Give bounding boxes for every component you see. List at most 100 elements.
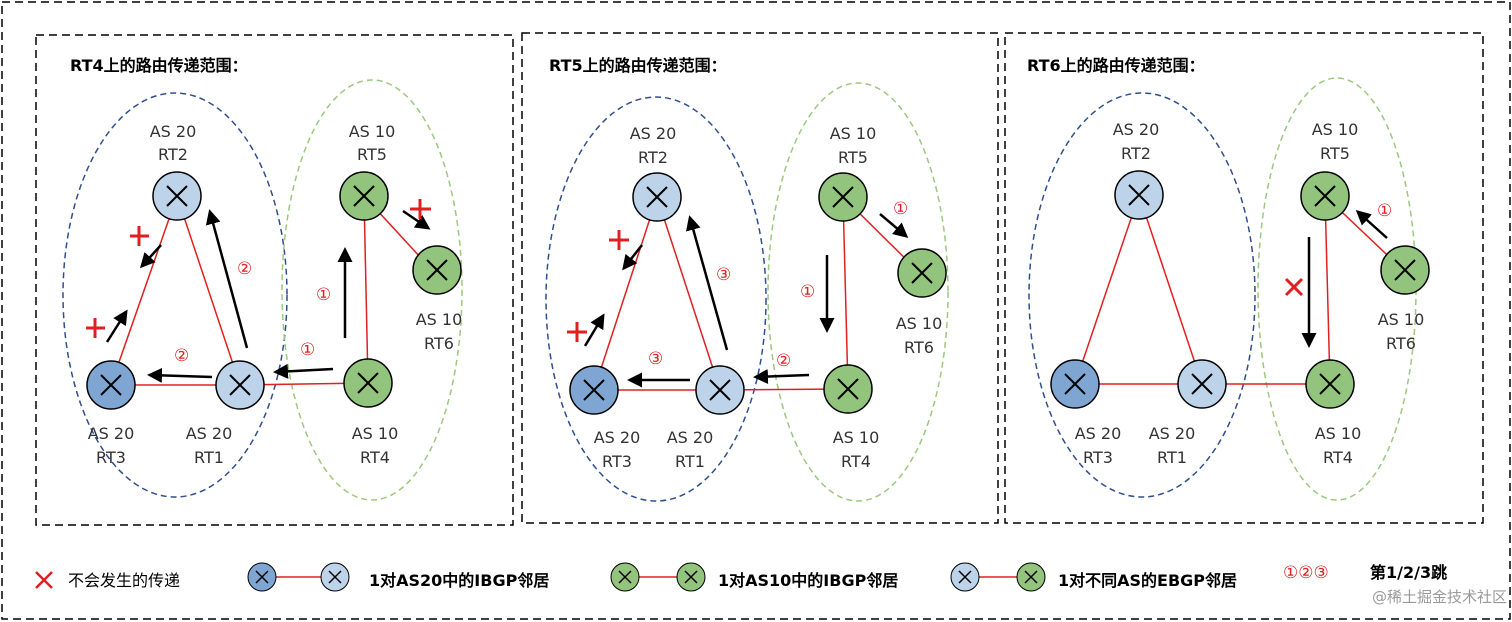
arrow-rt5-to-rt6 <box>879 213 909 238</box>
node-as-label: AS 10 <box>352 424 399 443</box>
node-name-label: RT4 <box>1323 448 1353 467</box>
panel-rt4: RT4上的路由传递范围： ① ① ② ② <box>35 34 514 526</box>
edge-rt2-rt1 <box>1138 194 1203 385</box>
edge-rt2-rt3 <box>110 195 178 386</box>
node-as-label: AS 20 <box>667 428 714 447</box>
arrow-rt1-to-rt2 <box>205 209 249 349</box>
node-name-label: RT1 <box>194 448 224 467</box>
router-icon <box>958 570 972 584</box>
node-as-label: AS 20 <box>150 122 197 141</box>
step-marker: ③ <box>716 265 731 285</box>
node-as-label: AS 10 <box>1378 310 1425 329</box>
node-name-label: RT6 <box>904 338 934 357</box>
node-as-label: AS 20 <box>594 428 641 447</box>
node-as-label: AS 20 <box>1113 120 1160 139</box>
watermark: @稀土掘金技术社区 <box>1372 588 1507 606</box>
no-transfer-mark <box>410 199 431 219</box>
router-rt2 <box>152 171 202 221</box>
router-icon <box>166 185 188 207</box>
router-rt4 <box>1305 359 1355 409</box>
router-rt2 <box>1114 170 1164 220</box>
router-rt5 <box>818 172 868 222</box>
router-icon <box>911 262 933 284</box>
arrow-rt1-to-rt3 <box>147 367 213 383</box>
step-marker: ① <box>893 199 908 219</box>
arrow-rt2-to-rt3 <box>622 244 643 271</box>
arrow-rt1-to-rt2 <box>686 215 729 351</box>
step-marker: ② <box>237 259 252 279</box>
node-name-label: RT5 <box>1320 144 1350 163</box>
router-icon <box>357 372 379 394</box>
legend-router-as10 <box>610 562 640 592</box>
node-as-label: AS 20 <box>1149 424 1196 443</box>
router-icon <box>618 570 632 584</box>
step-marker: ① <box>800 282 815 302</box>
step-marker: ③ <box>648 349 663 369</box>
step-marker: ② <box>174 346 189 366</box>
router-rt3 <box>1050 359 1100 409</box>
panel-rt6: RT6上的路由传递范围： ① AS 20 RT2 AS 20 RT3 <box>1004 32 1484 524</box>
edge-rt2-rt1 <box>176 195 241 386</box>
node-as-label: AS 10 <box>349 122 396 141</box>
step-marker: ① <box>316 285 331 305</box>
router-icon <box>1128 184 1150 206</box>
router-icon <box>426 259 448 281</box>
router-rt1 <box>1177 359 1227 409</box>
router-icon <box>1191 373 1213 395</box>
node-name-label: RT4 <box>360 448 390 467</box>
router-rt4 <box>823 364 873 414</box>
legend-router-as10 <box>676 562 706 592</box>
step-marker: ① <box>300 340 315 360</box>
node-name-label: RT4 <box>841 452 871 471</box>
node-name-label: RT5 <box>838 148 868 167</box>
node-as-label: AS 10 <box>833 428 880 447</box>
arrow-rt4-to-rt1 <box>273 363 334 379</box>
as10-boundary <box>281 79 463 501</box>
legend-step-symbols: ①②③ <box>1283 563 1329 583</box>
legend-router-as20 <box>320 562 350 592</box>
router-rt6 <box>412 245 462 295</box>
node-name-label: RT2 <box>158 145 188 164</box>
edge-rt4-rt5 <box>842 196 849 390</box>
edge-rt4-rt5 <box>363 195 369 384</box>
panel-frame <box>1004 32 1484 524</box>
router-icon <box>255 570 269 584</box>
router-icon <box>1064 373 1086 395</box>
arrow-rt6-to-rt5 <box>1355 209 1388 239</box>
legend-ibgp-as10: 1对AS10中的IBGP邻居 <box>718 571 898 590</box>
edge-rt2-rt1 <box>656 196 721 391</box>
legend-no-transfer: 不会发生的传递 <box>68 571 180 590</box>
router-rt2 <box>632 172 682 222</box>
legend-router-as20-dark <box>247 562 277 592</box>
router-icon <box>832 186 854 208</box>
as20-boundary <box>62 92 288 498</box>
node-name-label: RT3 <box>1083 448 1113 467</box>
router-icon <box>583 379 605 401</box>
as10-boundary <box>767 82 949 502</box>
node-as-label: AS 10 <box>1315 424 1362 443</box>
node-as-label: AS 20 <box>186 424 233 443</box>
panel-title: RT5上的路由传递范围： <box>549 56 727 75</box>
node-name-label: RT3 <box>602 452 632 471</box>
edge-rt2-rt3 <box>1074 194 1140 385</box>
router-rt1 <box>215 360 265 410</box>
node-name-label: RT2 <box>638 148 668 167</box>
legend-steps-label: 第1/2/3跳 <box>1370 563 1447 582</box>
router-icon <box>328 570 342 584</box>
router-icon <box>646 186 668 208</box>
node-name-label: RT5 <box>357 145 387 164</box>
edge-rt4-rt5 <box>1324 195 1331 385</box>
router-icon <box>100 374 122 396</box>
router-icon <box>684 570 698 584</box>
router-icon <box>1319 373 1341 395</box>
arrow-rt3-to-rt2 <box>105 309 128 343</box>
panel-title: RT6上的路由传递范围： <box>1027 56 1205 75</box>
node-as-label: AS 20 <box>630 124 677 143</box>
router-icon <box>837 378 859 400</box>
as20-boundary <box>1028 92 1256 498</box>
router-icon <box>1024 570 1038 584</box>
node-as-label: AS 10 <box>1312 120 1359 139</box>
router-rt6 <box>1380 245 1430 295</box>
